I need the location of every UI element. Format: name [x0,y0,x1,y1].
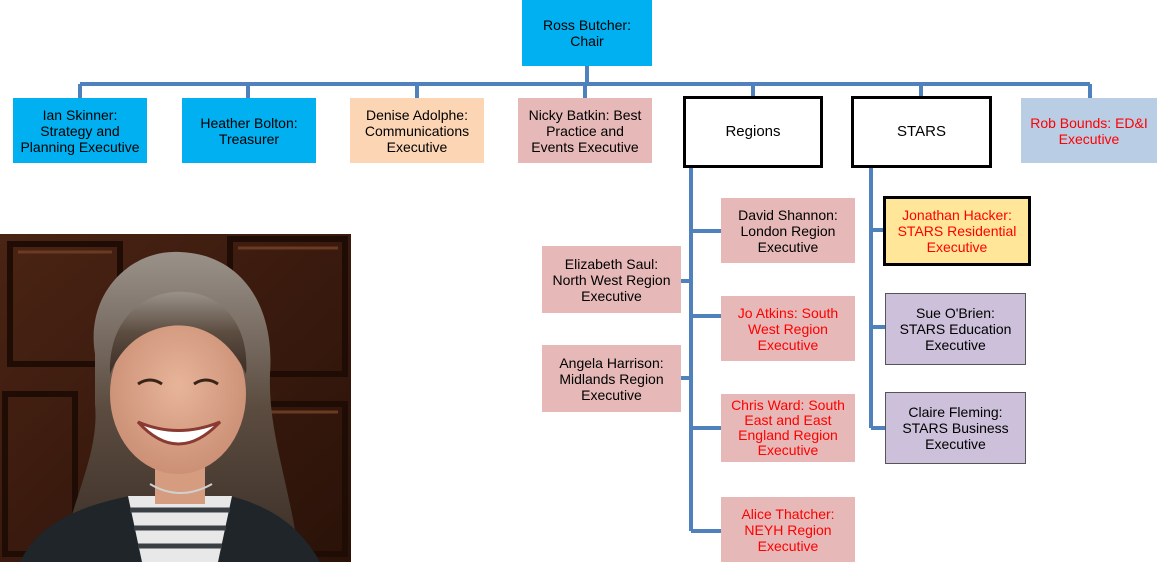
connector-lines [78,66,1092,533]
right-eye [193,378,219,386]
best-practice-line2: Practice and [546,122,624,139]
south-east-line1: Chris Ward: South [731,397,845,413]
treasurer-line2: Treasurer [218,130,280,147]
smile [136,420,222,446]
strategy-line1: Ian Skinner: [42,106,118,123]
strategy-line2: Strategy and [40,122,120,139]
regions-box: Regions [683,96,823,168]
midlands-line3: Executive [581,386,642,403]
best-practice-line1: Nicky Batkin: Best [528,106,642,123]
communications-line3: Executive [386,138,448,155]
education-line2: STARS Education [899,321,1012,337]
south-east-line2: East and East [744,412,832,428]
south-west-line3: Executive [757,336,819,353]
business-line1: Claire Fleming: [908,404,1003,420]
education-line3: Executive [925,337,986,353]
neyh-line3: Executive [757,537,819,554]
face [110,314,246,474]
necklace [149,483,213,494]
business-line2: STARS Business [902,420,1009,436]
stars-box: STARS [851,96,992,168]
london-line2: London Region [740,222,836,239]
edi-line1: Rob Bounds: ED&I [1030,114,1148,131]
stars-label: STARS [897,123,946,140]
regions-label: Regions [725,123,781,140]
south-east-line3: England Region [738,427,838,443]
north-west-line2: North West Region [552,271,671,288]
north-west-line1: Elizabeth Saul: [564,255,659,272]
residential-line2: STARS Residential [897,223,1017,239]
midlands-line2: Midlands Region [559,370,664,387]
communications-line1: Denise Adolphe: [366,106,468,123]
portrait-photo [0,234,351,562]
south-west-line2: West Region [748,320,828,337]
neyh-line2: NEYH Region [744,521,832,538]
south-west-line1: Jo Atkins: South [737,304,839,321]
chair-role: Chair [570,33,604,49]
best-practice-line3: Events Executive [531,138,639,155]
london-line3: Executive [757,238,819,255]
neyh-line1: Alice Thatcher: [741,505,835,522]
strategy-line3: Planning Executive [20,138,140,155]
shirt-stripes [130,507,230,549]
edi-line2: Executive [1058,130,1120,147]
residential-line3: Executive [926,239,988,255]
chair-name: Ross Butcher: [543,17,631,33]
chair-box: Ross Butcher:Chair [522,0,652,66]
education-line1: Sue O'Brien: [916,305,995,321]
london-line1: David Shannon: [738,206,838,223]
business-line3: Executive [925,436,986,452]
left-eye [137,378,163,386]
hair-fringe [109,291,247,374]
south-east-line4: Executive [757,442,819,458]
midlands-line1: Angela Harrison: [559,354,664,371]
north-west-line3: Executive [581,287,642,304]
treasurer-box: Heather Bolton:Treasurer [182,98,316,163]
residential-line1: Jonathan Hacker: [902,207,1012,223]
treasurer-line1: Heather Bolton: [200,114,298,131]
communications-line2: Communications [364,122,470,139]
